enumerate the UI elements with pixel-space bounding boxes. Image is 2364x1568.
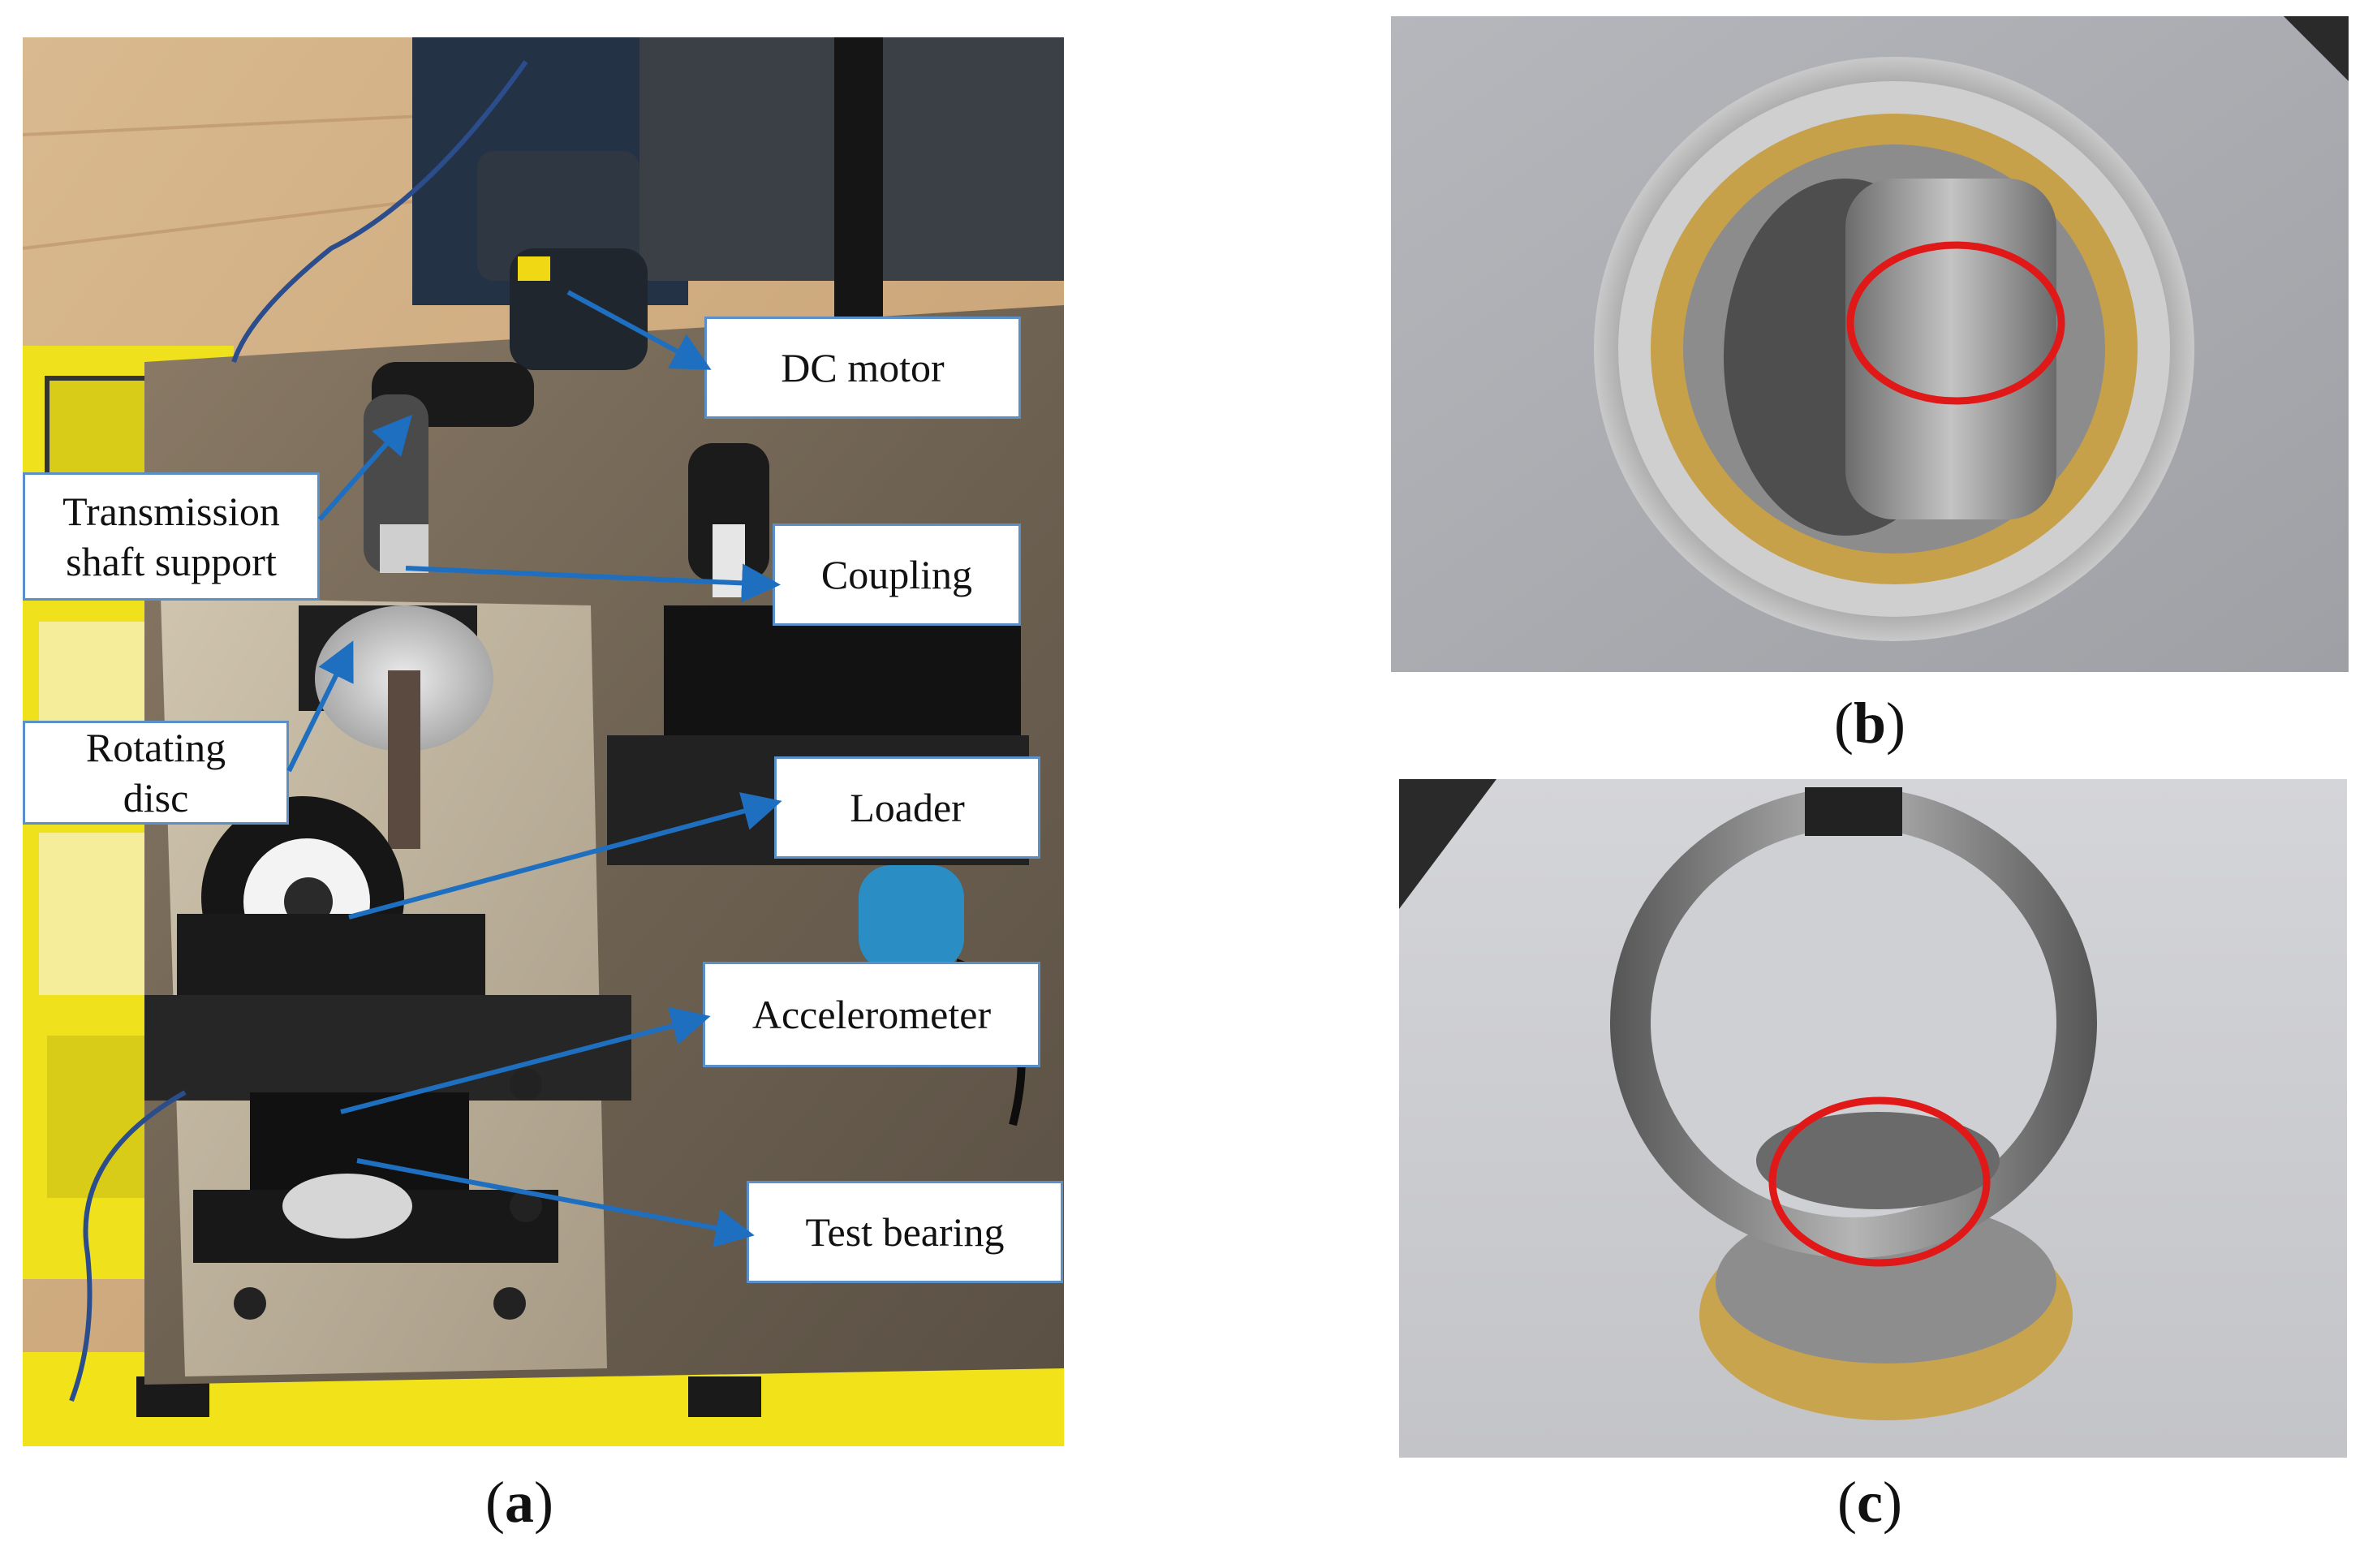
panel-label-c: (c)	[1837, 1470, 1902, 1535]
callout-test-bearing: Test bearing	[747, 1181, 1063, 1283]
callout-coupling: Coupling	[773, 523, 1021, 626]
bearing-fault-photo-b	[1391, 16, 2349, 672]
callout-accelerometer: Accelerometer	[703, 962, 1040, 1067]
callout-rotating-disc: Rotating disc	[23, 721, 289, 825]
callout-dc-motor: DC motor	[704, 317, 1021, 419]
panel-label-a: (a)	[485, 1470, 553, 1535]
bearing-fault-photo-c	[1399, 779, 2347, 1458]
callout-transmission-shaft-support: Transmission shaft support	[23, 472, 320, 601]
panel-label-b: (b)	[1833, 691, 1905, 756]
callout-loader: Loader	[774, 756, 1040, 859]
